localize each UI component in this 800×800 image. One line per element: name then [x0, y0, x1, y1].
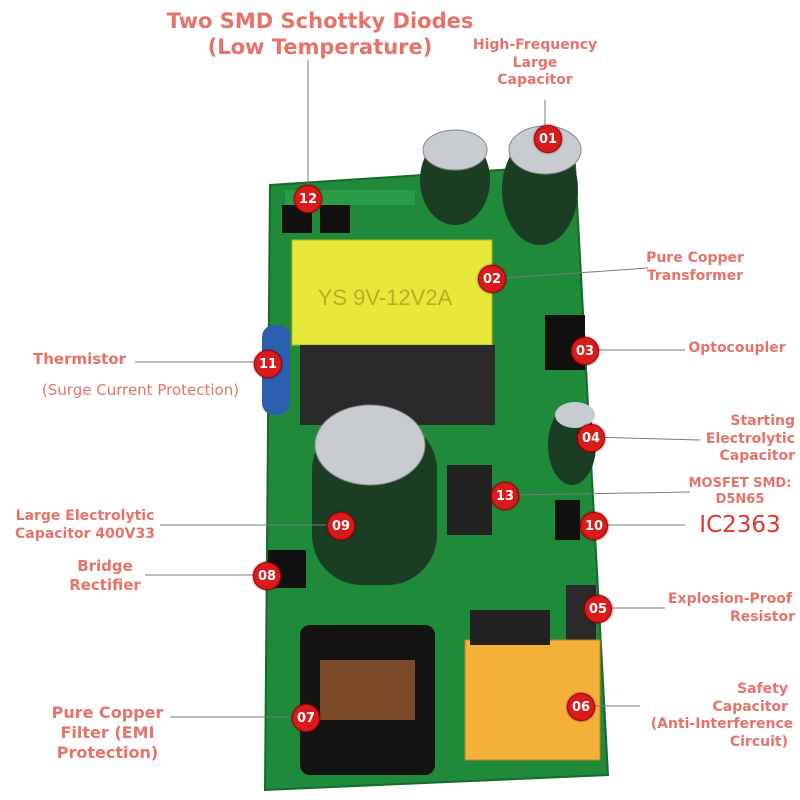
label-transformer: Pure Copper Transformer	[640, 250, 750, 285]
large-capacitor-top	[314, 404, 426, 486]
badge-04: 04	[577, 424, 605, 452]
label-line: Rectifier	[69, 575, 141, 594]
label-schottky-diodes: Two SMD Schottky Diodes (Low Temperature…	[145, 8, 495, 61]
label-line: Pure Copper	[646, 250, 744, 266]
label-large-capacitor: Large Electrolytic Capacitor 400V33	[10, 508, 160, 543]
badge-10: 10	[580, 512, 608, 540]
label-line: Filter (EMI	[60, 723, 155, 742]
transformer-core	[291, 239, 493, 346]
label-line: Safety	[737, 681, 788, 697]
label-line: Large Electrolytic	[15, 508, 155, 524]
label-line: Capacitor	[712, 698, 788, 715]
badge-08: 08	[253, 562, 281, 590]
label-line: Transformer	[646, 267, 744, 284]
label-line: Capacitor 400V33	[15, 525, 155, 542]
label-line: Protection)	[56, 743, 159, 762]
label-hf-capacitor: High-Frequency Large Capacitor	[465, 37, 605, 90]
label-line: Resistor	[730, 608, 795, 625]
label-line: High-Frequency	[472, 37, 598, 53]
label-line: (Surge Current Protection)	[41, 380, 240, 399]
label-line: Capacitor	[719, 448, 795, 464]
badge-13: 13	[491, 482, 519, 510]
label-line: Optocoupler	[688, 340, 786, 356]
label-explosion-resistor: Explosion-Proof Resistor	[660, 591, 800, 626]
ic-chip	[555, 500, 580, 540]
label-ic: IC2363	[699, 512, 781, 538]
badge-06: 06	[567, 693, 595, 721]
schottky-diode-2	[320, 205, 350, 233]
badge-07: 07	[292, 704, 320, 732]
label-line: Capacitor	[497, 72, 573, 88]
badge-12: 12	[294, 185, 322, 213]
starting-capacitor-top	[555, 402, 595, 428]
label-line: Electrolytic	[705, 430, 795, 447]
label-mosfet: MOSFET SMD: D5N65	[680, 476, 800, 509]
label-safety-capacitor: Safety Capacitor (Anti-Interference Circ…	[648, 681, 796, 751]
mosfet-body	[447, 465, 492, 535]
label-line: (Low Temperature)	[207, 35, 433, 60]
label-line: (Anti-Interference	[650, 716, 794, 732]
badge-02: 02	[478, 265, 506, 293]
label-line: D5N65	[715, 492, 765, 508]
badge-01: 01	[534, 125, 562, 153]
label-line: Circuit)	[729, 733, 788, 750]
label-line: Large	[512, 54, 558, 71]
label-optocoupler: Optocoupler	[682, 340, 792, 358]
safety-capacitor-coil	[470, 610, 550, 645]
badge-11: 11	[254, 350, 282, 378]
badge-03: 03	[571, 337, 599, 365]
label-thermistor: Thermistor (Surge Current Protection)	[18, 350, 263, 400]
second-capacitor-top	[422, 129, 488, 171]
transformer-marking: YS 9V-12V2A	[318, 285, 453, 310]
badge-05: 05	[584, 595, 612, 623]
label-line: Bridge	[77, 557, 133, 575]
label-line: Two SMD Schottky Diodes	[166, 9, 474, 33]
emi-filter-coil	[320, 660, 415, 720]
badge-09: 09	[327, 512, 355, 540]
label-line: Explosion-Proof	[667, 591, 793, 607]
label-line: Pure Copper	[51, 703, 164, 722]
label-bridge-rectifier: Bridge Rectifier	[55, 557, 155, 595]
label-line: Thermistor	[33, 350, 127, 368]
label-line: MOSFET SMD:	[688, 476, 792, 491]
label-line: Starting	[730, 413, 795, 429]
label-emi-filter: Pure Copper Filter (EMI Protection)	[45, 703, 170, 763]
label-starting-capacitor: Starting Electrolytic Capacitor	[690, 413, 800, 466]
leader-lines	[135, 60, 701, 718]
